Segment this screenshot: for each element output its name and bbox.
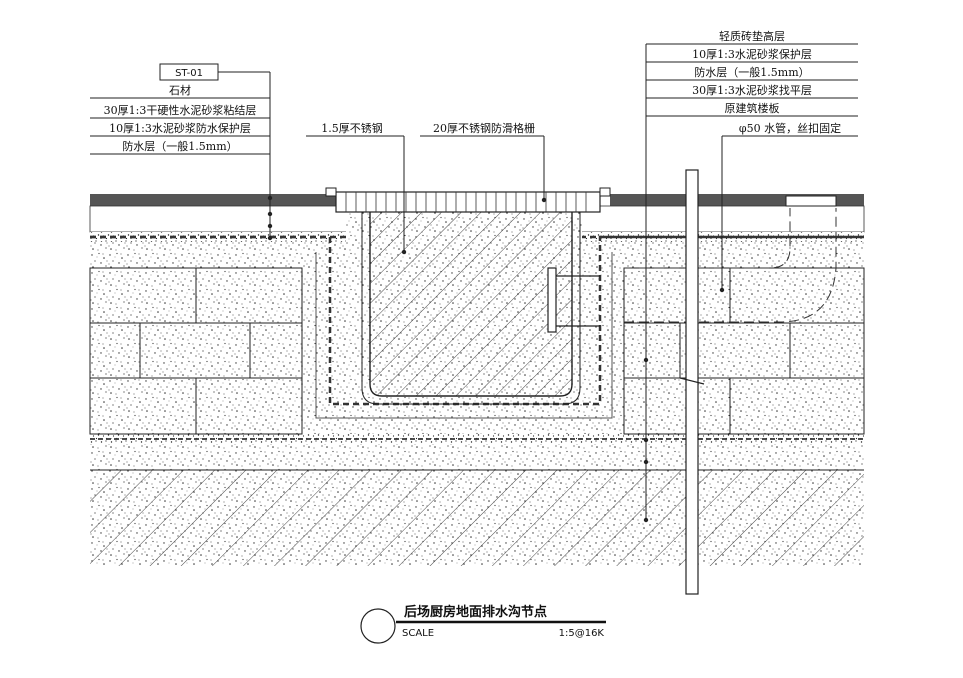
label-stone: 石材 — [169, 83, 191, 97]
label-protective-mortar-right: 10厚1:3水泥砂浆保护层 — [692, 47, 812, 61]
label-water-pipe: φ50 水管，丝扣固定 — [739, 121, 841, 135]
drain-pipe-lower — [624, 208, 837, 323]
label-structural-slab: 原建筑楼板 — [725, 101, 780, 115]
leader-dot-l2 — [267, 211, 273, 217]
leader-dot-r3 — [643, 459, 649, 465]
label-protective-mortar-left: 10厚1:3水泥砂浆防水保护层 — [109, 121, 251, 135]
leader-dot-r4 — [643, 517, 649, 523]
title-block: 后场厨房地面排水沟节点 SCALE 1:5@16K — [360, 604, 606, 644]
label-leveling-mortar: 30厚1:3水泥砂浆找平层 — [692, 83, 812, 97]
stainless-trench — [325, 187, 611, 405]
floor-build-up — [89, 194, 865, 566]
grating-bars — [345, 192, 587, 212]
label-bedding-mortar: 30厚1:3干硬性水泥砂浆粘结层 — [104, 103, 257, 117]
stone-finish-left — [90, 194, 338, 206]
water-pipe — [679, 169, 705, 595]
leader-dot-r1 — [643, 357, 649, 363]
drawing-title: 后场厨房地面排水沟节点 — [404, 604, 547, 620]
label-waterproof-right: 防水层（一般1.5mm） — [694, 65, 809, 79]
floor-drain-cap — [785, 195, 837, 207]
trench-liner-outer — [361, 212, 581, 405]
leaders-left — [90, 63, 273, 241]
leaders-center — [306, 135, 547, 255]
trench-outer-boundary — [315, 252, 613, 419]
leader-dot-l3 — [267, 223, 273, 229]
leaders-right — [643, 43, 858, 523]
brick-block-left — [89, 267, 303, 435]
leader-dot-steel — [401, 249, 407, 255]
grating-seat-right — [599, 187, 611, 197]
label-lightweight-brick: 轻质砖垫高层 — [719, 29, 785, 43]
leader-dot-l1 — [267, 195, 273, 201]
screed-layer — [90, 444, 864, 470]
scale-value: 1:5@16K — [559, 628, 605, 639]
drain-outlet — [547, 195, 837, 333]
leader-dot-pipe — [719, 287, 725, 293]
structural-slab-hatch — [90, 470, 864, 566]
label-waterproof-left: 防水层（一般1.5mm） — [122, 139, 237, 153]
brick-block-right — [623, 267, 865, 435]
leader-dot-r2 — [643, 437, 649, 443]
pipe-break-mark — [679, 377, 705, 385]
grating-seat-left — [325, 187, 337, 197]
material-tag: ST-01 — [175, 68, 203, 79]
trench-liner — [369, 212, 573, 397]
label-grating: 20厚不锈钢防滑格栅 — [433, 121, 535, 135]
outlet-flange — [547, 267, 557, 333]
anti-slip-grating — [335, 191, 601, 213]
leader-dot-grating — [541, 197, 547, 203]
leader-dot-l4 — [267, 235, 273, 241]
detail-number-circle — [360, 608, 396, 644]
label-stainless-steel: 1.5厚不锈钢 — [321, 122, 383, 135]
scale-label: SCALE — [402, 628, 434, 639]
